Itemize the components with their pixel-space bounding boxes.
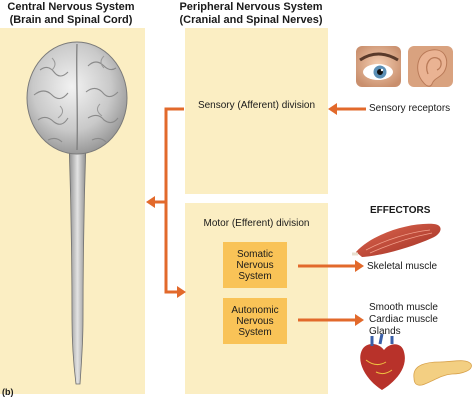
sensory-receptors-label: Sensory receptors xyxy=(369,103,451,114)
sensory-division-panel xyxy=(185,28,328,194)
somatic-nervous-system-box: Somatic Nervous System xyxy=(223,242,287,288)
smooth-cardiac-glands-label: Smooth muscle Cardiac muscle Glands xyxy=(369,302,438,337)
eye-illustration xyxy=(356,46,401,87)
cns-title-line1: Central Nervous System xyxy=(7,1,135,13)
cns-title: Central Nervous System (Brain and Spinal… xyxy=(0,1,142,27)
cns-title-line2: (Brain and Spinal Cord) xyxy=(9,14,133,26)
flow-arrows xyxy=(154,107,366,322)
motor-division-label: Motor (Efferent) division xyxy=(203,218,310,229)
arrow-cns-to-motor xyxy=(164,202,178,294)
autonomic-nervous-system-box: Autonomic Nervous System xyxy=(223,298,287,344)
spinal-cord-illustration xyxy=(68,139,87,385)
arrow-heads xyxy=(146,103,364,326)
figure-label: (b) xyxy=(2,387,14,397)
pns-title-line2: (Cranial and Spinal Nerves) xyxy=(179,14,323,26)
pns-title: Peripheral Nervous System (Cranial and S… xyxy=(176,1,326,27)
ear-illustration xyxy=(408,46,453,87)
effectors-title: EFFECTORS xyxy=(370,205,431,216)
heart-illustration xyxy=(360,333,405,390)
sensory-division-label: Sensory (Afferent) division xyxy=(197,100,316,111)
skeletal-muscle-illustration xyxy=(352,223,441,257)
gland-illustration xyxy=(413,360,472,386)
skeletal-muscle-label: Skeletal muscle xyxy=(367,261,438,272)
brain-illustration xyxy=(26,41,128,155)
arrow-sensory-to-cns xyxy=(154,107,184,204)
pns-title-line1: Peripheral Nervous System xyxy=(179,1,323,13)
